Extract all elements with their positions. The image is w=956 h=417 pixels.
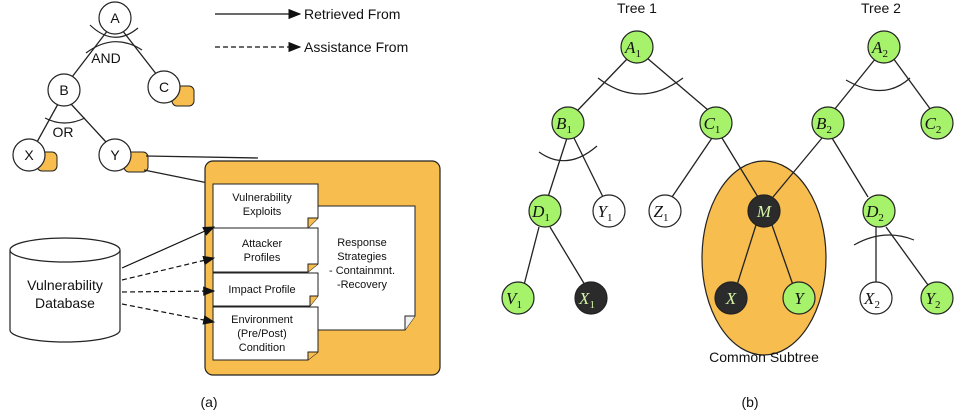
svg-text:Profiles: Profiles bbox=[244, 252, 281, 264]
svg-text:Vulnerability: Vulnerability bbox=[232, 192, 292, 204]
node-b1: B1 bbox=[551, 106, 585, 140]
svg-text:C1: C1 bbox=[704, 114, 721, 136]
node-y: Y bbox=[98, 138, 149, 173]
node-x2: X2 bbox=[859, 281, 893, 315]
svg-text:Impact Profile: Impact Profile bbox=[228, 284, 295, 296]
svg-text:Database: Database bbox=[35, 295, 95, 311]
node-a2: A2 bbox=[867, 30, 901, 64]
or-label: OR bbox=[53, 124, 74, 140]
svg-text:A2: A2 bbox=[871, 38, 888, 60]
and-label: AND bbox=[91, 50, 121, 66]
response-strategies-card: Response Strategies - Containmnt. -Recov… bbox=[297, 205, 416, 331]
caption-a: (a) bbox=[200, 394, 217, 410]
assistance-arrow-2 bbox=[121, 286, 216, 296]
node-c1: C1 bbox=[699, 106, 733, 140]
svg-text:Y: Y bbox=[794, 289, 805, 308]
svg-text:(Pre/Post): (Pre/Post) bbox=[237, 328, 287, 340]
panel-b: Tree 1 Tree 2 Common Subtree A1 bbox=[501, 0, 954, 410]
svg-text:X1: X1 bbox=[578, 289, 595, 311]
legend-retrieved-label: Retrieved From bbox=[304, 6, 400, 22]
node-v1: V1 bbox=[501, 281, 535, 315]
svg-text:-Recovery: -Recovery bbox=[337, 279, 388, 291]
node-c2: C2 bbox=[920, 106, 954, 140]
assistance-arrow-3 bbox=[121, 303, 216, 325]
svg-text:M: M bbox=[756, 202, 772, 221]
node-x: X bbox=[12, 138, 58, 172]
node-d1: D1 bbox=[528, 194, 562, 228]
node-x: X bbox=[714, 281, 748, 315]
svg-text:Exploits: Exploits bbox=[243, 206, 282, 218]
node-y1: Y1 bbox=[592, 194, 626, 228]
common-subtree-region bbox=[701, 160, 827, 356]
svg-text:Response: Response bbox=[337, 237, 387, 249]
svg-text:B2: B2 bbox=[816, 114, 832, 136]
svg-text:Attacker: Attacker bbox=[242, 238, 283, 250]
node-c: C bbox=[147, 70, 195, 107]
svg-text:Y1: Y1 bbox=[598, 202, 613, 224]
svg-text:X: X bbox=[725, 289, 737, 308]
svg-text:Y: Y bbox=[110, 147, 120, 163]
svg-text:Vulnerability: Vulnerability bbox=[27, 277, 103, 293]
svg-text:A: A bbox=[110, 10, 120, 26]
node-b2: B2 bbox=[811, 106, 845, 140]
svg-text:Condition: Condition bbox=[239, 342, 285, 354]
node-y: Y bbox=[782, 281, 816, 315]
environment-card: Environment (Pre/Post) Condition bbox=[212, 306, 319, 361]
common-subtree-label: Common Subtree bbox=[709, 349, 819, 365]
tree2-title: Tree 2 bbox=[861, 0, 901, 16]
svg-text:- Containmnt.: - Containmnt. bbox=[329, 265, 395, 277]
retrieved-arrow bbox=[121, 226, 216, 269]
node-a1: A1 bbox=[620, 30, 654, 64]
svg-text:C2: C2 bbox=[925, 114, 942, 136]
svg-text:Strategies: Strategies bbox=[337, 251, 387, 263]
panel-a: Retrieved From Assistance From AND OR A … bbox=[9, 1, 441, 410]
legend-assistance-label: Assistance From bbox=[304, 39, 408, 55]
node-z1: Z1 bbox=[648, 194, 682, 228]
node-d2: D2 bbox=[862, 194, 896, 228]
node-m: M bbox=[747, 194, 781, 228]
svg-text:Z1: Z1 bbox=[654, 202, 669, 224]
svg-text:B: B bbox=[59, 82, 68, 98]
svg-text:Y2: Y2 bbox=[926, 289, 941, 311]
tree1-title: Tree 1 bbox=[617, 0, 657, 16]
attacker-profiles-card: Attacker Profiles bbox=[212, 227, 319, 273]
svg-text:Environment: Environment bbox=[231, 314, 293, 326]
caption-b: (b) bbox=[741, 394, 758, 410]
svg-text:V1: V1 bbox=[506, 289, 522, 311]
impact-profile-card: Impact Profile bbox=[212, 272, 319, 307]
node-b: B bbox=[47, 73, 81, 107]
node-a: A bbox=[98, 1, 132, 35]
vulnerability-database: Vulnerability Database bbox=[9, 237, 121, 343]
exploits-card: Vulnerability Exploits bbox=[212, 183, 319, 229]
svg-text:D2: D2 bbox=[865, 202, 884, 224]
svg-text:X2: X2 bbox=[863, 289, 880, 311]
node-y2: Y2 bbox=[920, 281, 954, 315]
svg-text:X: X bbox=[24, 147, 34, 163]
svg-text:C: C bbox=[159, 79, 169, 95]
node-x1: X1 bbox=[574, 281, 608, 315]
svg-text:D1: D1 bbox=[531, 202, 550, 224]
svg-text:B1: B1 bbox=[556, 114, 572, 136]
svg-text:A1: A1 bbox=[624, 38, 641, 60]
